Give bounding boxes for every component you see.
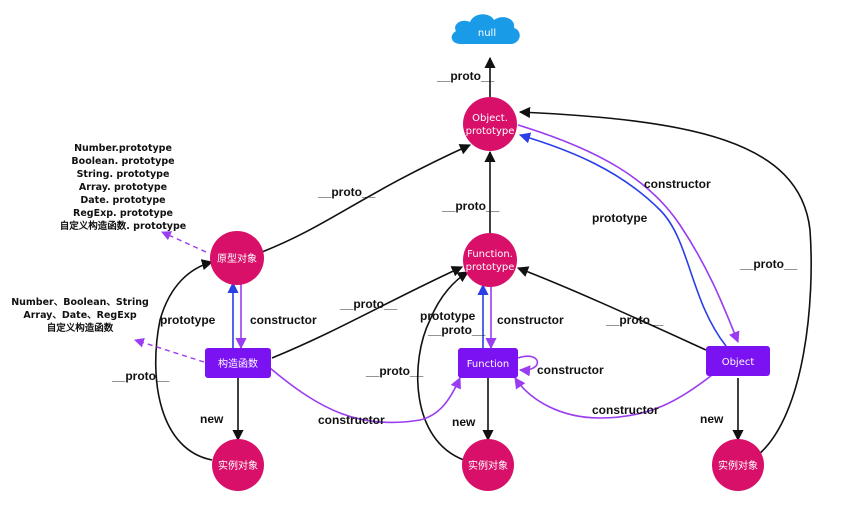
edge-protoobj-to-objproto <box>261 144 472 253</box>
cloud-shape <box>451 14 520 45</box>
proto-object-node: 原型对象 <box>210 231 264 285</box>
instance-mid-node: 实例对象 <box>462 439 514 491</box>
object-prototype-label-1: Object. <box>472 113 508 124</box>
instance-left-label: 实例对象 <box>218 459 258 472</box>
instance-right-circle <box>712 439 764 491</box>
label-constructor-self: constructor <box>537 363 604 377</box>
function-label: Function <box>467 359 510 370</box>
function-prototype-node: Function. prototype <box>463 233 517 287</box>
edge-labels: __proto__ __proto__ __proto__ __proto__ … <box>111 69 798 429</box>
label-new-left: new <box>200 412 224 426</box>
edge-ctor-to-fnproto <box>271 266 464 359</box>
instance-right-label: 实例对象 <box>718 459 758 472</box>
prototype-list-item: Date. prototype <box>80 195 165 206</box>
prototype-list-item: String. prototype <box>77 169 170 180</box>
function-node: Function <box>458 348 518 378</box>
label-proto-function: __proto__ <box>427 323 486 337</box>
edge-function-self-constructor <box>517 355 539 377</box>
object-prototype-label-2: prototype <box>466 126 515 137</box>
label-constructor-left: constructor <box>250 313 317 327</box>
label-new-right: new <box>700 412 724 426</box>
function-prototype-label-2: prototype <box>466 262 515 273</box>
label-proto-ctor-to-fnproto: __proto__ <box>339 297 398 311</box>
label-proto-right: __proto__ <box>739 257 798 271</box>
edge-object-constructor-to-function <box>514 374 713 419</box>
null-label: null <box>478 28 496 39</box>
dashed-edges <box>134 231 207 363</box>
label-constructor-objproto: constructor <box>644 177 711 191</box>
blue-edges <box>227 132 727 348</box>
constructor-fn-node: 构造函数 <box>205 348 271 378</box>
black-edges <box>154 56 812 461</box>
instance-mid-label: 实例对象 <box>468 459 508 472</box>
edge-dashed-ctor-list <box>134 338 205 363</box>
prototype-list-item: Number.prototype <box>74 143 172 154</box>
constructor-list-item: 自定义构造函数 <box>47 322 114 334</box>
label-prototype-function: prototype <box>420 309 476 323</box>
label-proto-top: __proto__ <box>436 69 495 83</box>
function-prototype-label-1: Function. <box>467 249 513 260</box>
label-prototype-object: prototype <box>592 211 648 225</box>
object-box <box>706 346 770 376</box>
instance-right-node: 实例对象 <box>712 439 764 491</box>
prototype-list-item: Boolean. prototype <box>71 156 174 167</box>
edge-ctor-constructor-to-function <box>269 367 461 424</box>
edge-right-instance-to-objproto <box>518 106 812 456</box>
label-proto-instance-left: __proto__ <box>111 369 170 383</box>
constructor-list-item: Number、Boolean、String <box>11 297 149 308</box>
proto-object-circle <box>210 231 264 285</box>
prototype-list-item: 自定义构造函数. prototype <box>60 220 186 232</box>
instance-left-circle <box>212 439 264 491</box>
label-constructor-bottom-left: constructor <box>318 413 385 427</box>
prototype-list-item: Array. prototype <box>79 182 167 193</box>
prototype-list-item: RegExp. prototype <box>73 208 173 219</box>
constructor-list-item: Array、Date、RegExp <box>23 310 136 321</box>
label-proto-object-to-fnproto: __proto__ <box>605 313 664 327</box>
constructor-fn-box <box>205 348 271 378</box>
edge-dashed-protoobj-list <box>161 231 207 253</box>
constructor-list-note: Number、Boolean、String Array、Date、RegExp … <box>11 297 149 334</box>
label-new-mid: new <box>452 415 476 429</box>
edge-object-prototype <box>518 132 727 347</box>
object-prototype-circle <box>463 97 517 151</box>
proto-object-label: 原型对象 <box>217 252 257 265</box>
object-prototype-node: Object. prototype <box>463 97 517 151</box>
edge-left-instance-to-protoobj <box>154 259 214 461</box>
null-cloud: null <box>451 14 520 45</box>
constructor-fn-label: 构造函数 <box>218 357 258 370</box>
function-prototype-circle <box>463 233 517 287</box>
object-node: Object <box>706 346 770 376</box>
edge-mid-instance-to-fnproto <box>416 271 469 461</box>
prototype-list-note: Number.prototype Boolean. prototype Stri… <box>60 143 186 232</box>
edge-object-to-fnproto <box>516 266 707 351</box>
instance-mid-circle <box>462 439 514 491</box>
label-proto-instance-mid: __proto__ <box>365 364 424 378</box>
purple-edges <box>235 124 740 424</box>
label-proto-upper-left: __proto__ <box>317 185 376 199</box>
label-constructor-bottom-right: constructor <box>592 403 659 417</box>
instance-left-node: 实例对象 <box>212 439 264 491</box>
edge-objproto-constructor <box>517 124 740 344</box>
label-constructor-function-mid: constructor <box>497 313 564 327</box>
object-label: Object <box>722 357 755 368</box>
function-box <box>458 348 518 378</box>
label-proto-mid-vertical: __proto__ <box>441 199 500 213</box>
label-prototype-left: prototype <box>160 313 216 327</box>
